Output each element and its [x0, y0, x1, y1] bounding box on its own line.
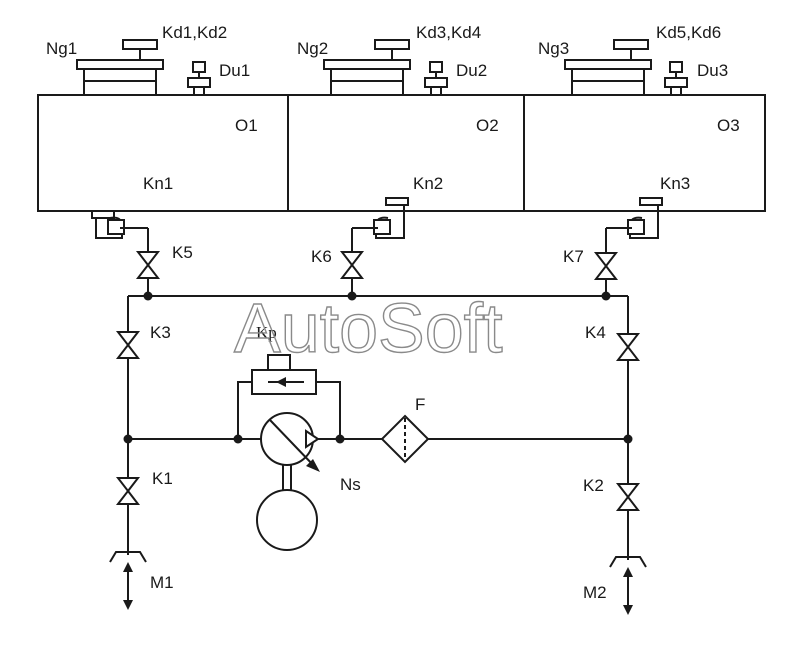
port-label-m1: M1 [150, 573, 174, 592]
outlet-label-3: Kn3 [660, 174, 690, 193]
sensor-label-2: Kd3,Kd4 [416, 23, 481, 42]
breather-label-2: Du2 [456, 61, 487, 80]
relief-valve-label: Kp [256, 323, 277, 342]
breather-label-3: Du3 [697, 61, 728, 80]
neck-label-3: Ng3 [538, 39, 569, 58]
pump-outlet-triangle [305, 429, 320, 449]
sensor-label-3: Kd5,Kd6 [656, 23, 721, 42]
junction-k5 [143, 291, 153, 301]
valve-label-k1: K1 [152, 469, 173, 488]
pump-motor [256, 489, 318, 551]
pump [256, 412, 320, 551]
pump-label: Ns [340, 475, 361, 494]
breather-1 [187, 61, 211, 95]
filter [380, 414, 430, 464]
level-sensor-1 [122, 39, 158, 60]
level-sensor-3 [613, 39, 649, 60]
valve-k2 [615, 483, 641, 511]
breather-2 [424, 61, 448, 95]
outlet-label-2: Kn2 [413, 174, 443, 193]
watermark: AutoSoft [234, 289, 503, 367]
level-sensor-2 [374, 39, 410, 60]
port-m2 [609, 556, 647, 615]
valve-label-k2: K2 [583, 476, 604, 495]
filler-neck-2 [323, 59, 411, 95]
valve-k1 [115, 477, 141, 505]
junction-k7 [601, 291, 611, 301]
tank-outline [37, 94, 766, 212]
breather-label-1: Du1 [219, 61, 250, 80]
filler-neck-1 [76, 59, 164, 95]
valve-k6 [339, 251, 365, 279]
valve-k3 [115, 331, 141, 359]
valve-label-k4: K4 [585, 323, 606, 342]
tank-label-3: O3 [717, 116, 740, 135]
neck-label-1: Ng1 [46, 39, 77, 58]
valve-label-k6: K6 [311, 247, 332, 266]
valve-k5 [135, 251, 161, 279]
neck-label-2: Ng2 [297, 39, 328, 58]
relief-valve-bypass [237, 354, 341, 439]
junction-right [623, 434, 633, 444]
valve-k7 [593, 252, 619, 280]
port-label-m2: M2 [583, 583, 607, 602]
tank-block [37, 94, 766, 212]
outlet-label-1: Kn1 [143, 174, 173, 193]
outlet-valve-2 [352, 197, 409, 239]
junction-left [123, 434, 133, 444]
tank-label-2: O2 [476, 116, 499, 135]
valve-label-k3: K3 [150, 323, 171, 342]
outlet-valve-1 [91, 210, 148, 239]
junction-k6 [347, 291, 357, 301]
sensor-label-1: Kd1,Kd2 [162, 23, 227, 42]
tank-label-1: O1 [235, 116, 258, 135]
port-m1 [109, 551, 147, 610]
valve-label-k7: K7 [563, 247, 584, 266]
outlet-valve-3 [606, 197, 663, 239]
filter-label: F [415, 395, 425, 414]
filler-neck-3 [564, 59, 652, 95]
valve-k4 [615, 333, 641, 361]
valve-label-k5: K5 [172, 243, 193, 262]
breather-3 [664, 61, 688, 95]
